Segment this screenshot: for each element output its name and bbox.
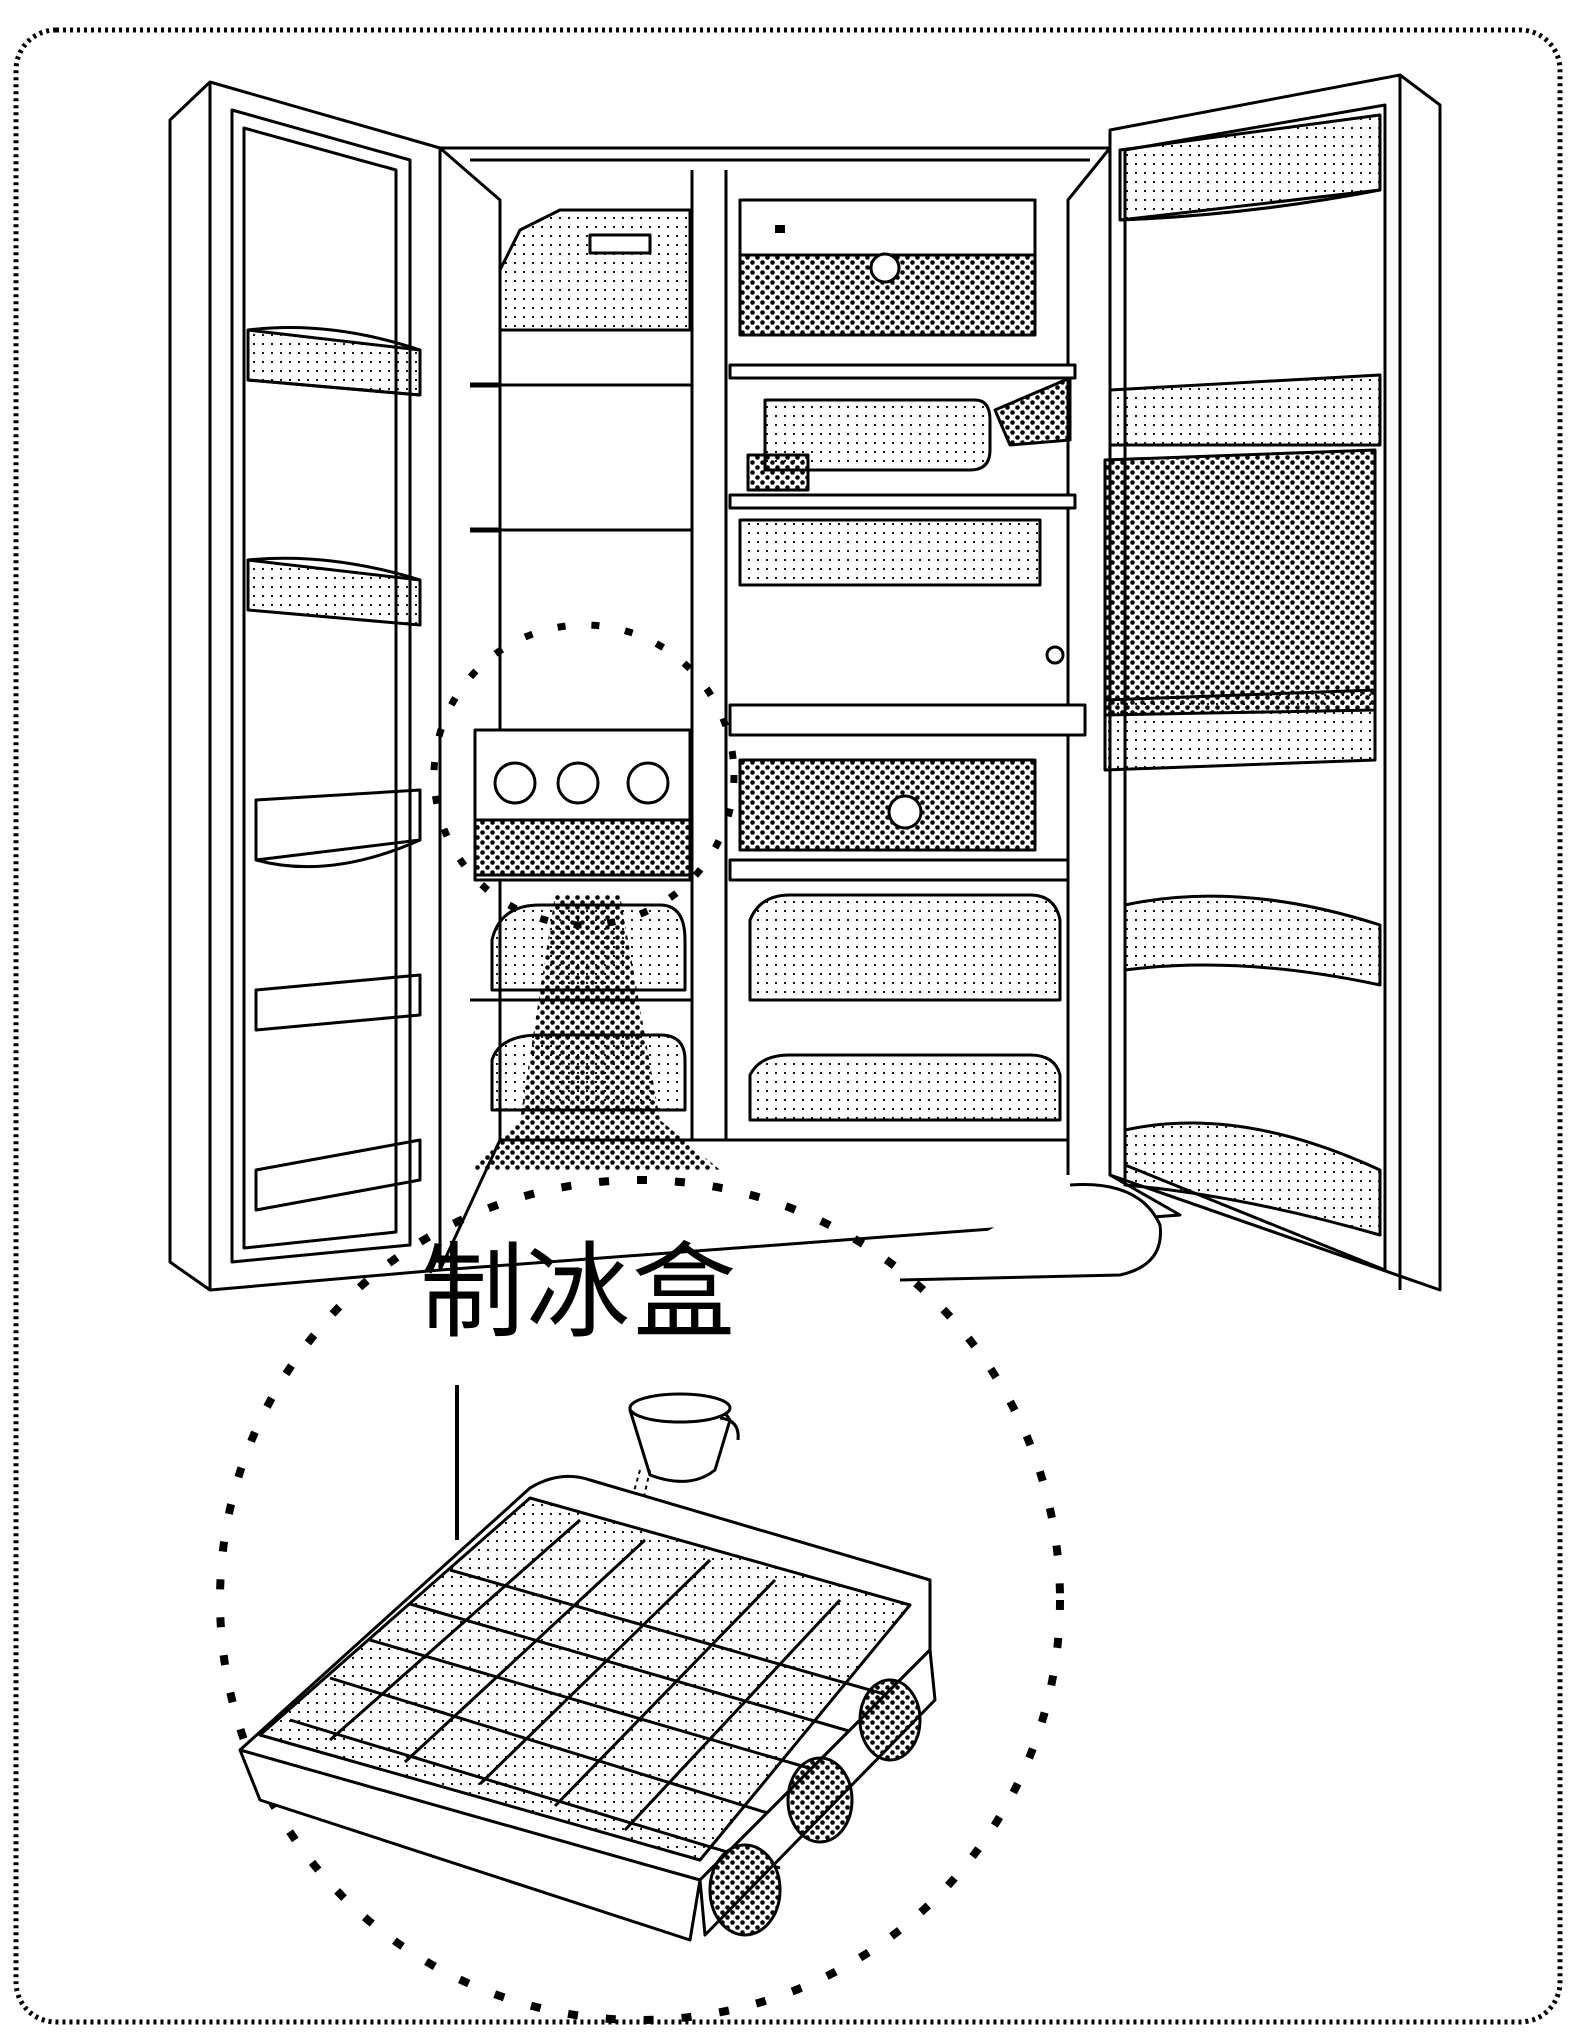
right-door-bin xyxy=(1123,894,1382,987)
left-door-bin xyxy=(246,558,422,627)
tray-dial xyxy=(708,1843,782,1937)
refrigerator xyxy=(168,73,1442,1292)
freezer-compartment xyxy=(470,208,692,1112)
ice-tray xyxy=(238,1392,937,1942)
ice-dispenser-housing xyxy=(498,208,692,332)
dispenser-chute xyxy=(1103,448,1377,717)
right-door-bin xyxy=(1123,1121,1382,1237)
fresh-food-compartment xyxy=(728,198,1087,1122)
magnify-circle xyxy=(430,621,738,929)
tray-dial xyxy=(786,1756,854,1844)
crisper-drawer xyxy=(748,1053,1062,1122)
dairy-compartment xyxy=(763,398,992,472)
tray-dial xyxy=(858,1678,922,1762)
magnify-funnel xyxy=(470,895,720,1170)
shelf xyxy=(738,518,1042,587)
detail-circle xyxy=(216,1176,1064,2024)
crisper-drawer xyxy=(748,893,1062,1002)
left-door-bin xyxy=(254,973,422,1032)
right-door xyxy=(899,73,1442,1292)
left-door-bin xyxy=(254,1138,422,1212)
water-cup xyxy=(614,1392,740,1561)
crisper xyxy=(738,758,1037,852)
left-door xyxy=(168,80,442,1292)
dairy-compartment xyxy=(993,376,1072,447)
ice-tray-label: 制冰盒 xyxy=(420,1231,739,1353)
right-door-bin xyxy=(1108,373,1382,447)
